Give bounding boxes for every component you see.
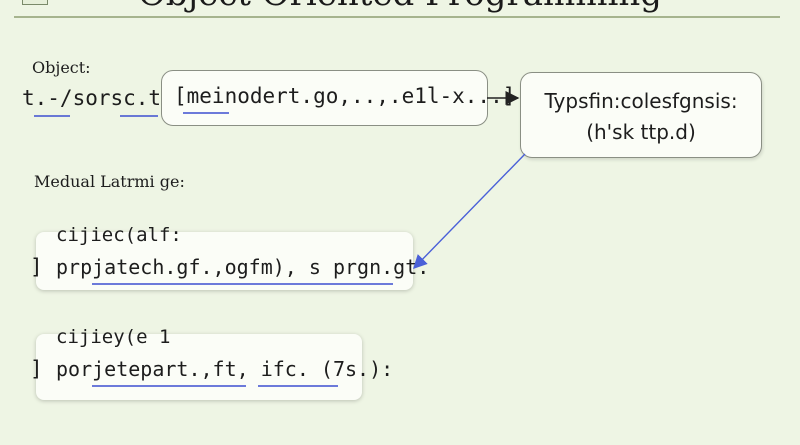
result-box	[520, 72, 762, 158]
section-label: Medual Latrmi ge:	[34, 172, 185, 191]
result-line-1: Typsfin:colesfgnsis:	[544, 89, 738, 113]
call-1-bracket: ]	[30, 255, 43, 279]
methods-box	[161, 70, 488, 126]
call-2-definition: cijiey(e 1	[56, 326, 171, 348]
diagram-title: Object Oriented Programming	[0, 0, 800, 14]
result-to-call-connector	[413, 153, 526, 270]
title-divider	[14, 16, 780, 18]
call-card-2	[36, 334, 362, 400]
call-2-body: porjetepart.,ft, ifc. (7s.):	[56, 357, 394, 381]
methods-text: [meinodert.go,..,.e1l-x...]	[174, 84, 516, 108]
object-code: t.-/sorsc.t.	[22, 86, 174, 110]
call-1-body: prpjatech.gf.,ogfm), s prgn.gt.	[56, 255, 430, 279]
call-card-1	[36, 232, 413, 290]
title-icon	[22, 0, 48, 5]
call-1-definition: cijiec(alf:	[56, 224, 182, 246]
call-2-bracket: ]	[30, 357, 43, 381]
result-line-2: (h'sk ttp.d)	[586, 120, 696, 144]
object-label: Object:	[32, 58, 91, 77]
